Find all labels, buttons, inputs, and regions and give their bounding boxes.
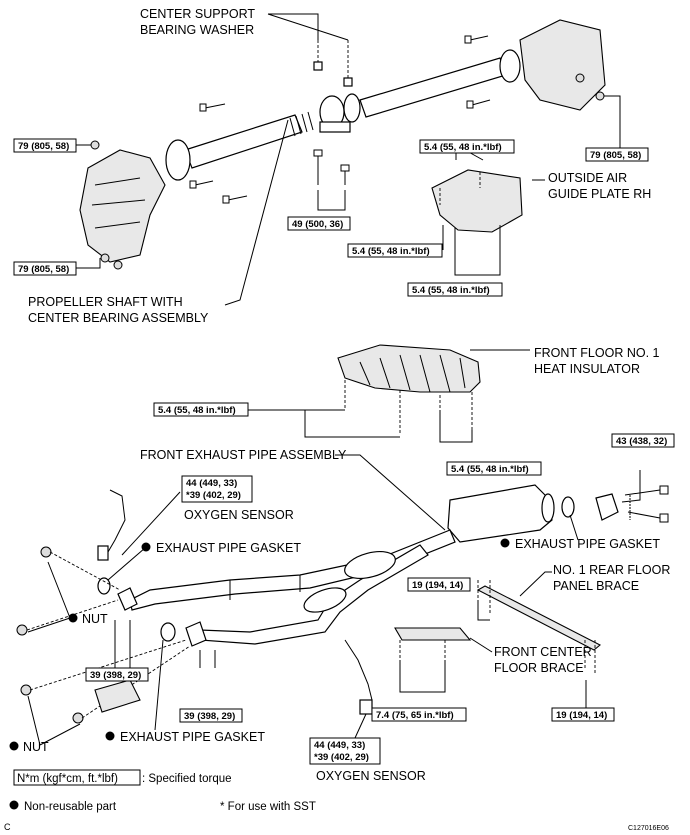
nonreusable-dot bbox=[500, 538, 510, 548]
rear-floor-brace bbox=[476, 585, 601, 651]
torque-specs: 79 (805, 58) 79 (805, 58) 79 (805, 58) 4… bbox=[13, 138, 675, 765]
gasket bbox=[97, 577, 111, 595]
label-gasket-left-bottom: EXHAUST PIPE GASKET bbox=[120, 730, 265, 744]
label-nut-lower: NUT bbox=[23, 740, 49, 754]
torque-79-right: 79 (805, 58) bbox=[590, 150, 641, 161]
oxygen-sensor bbox=[97, 545, 109, 561]
torque-19-top: 19 (194, 14) bbox=[412, 580, 463, 591]
front-flange bbox=[165, 139, 191, 181]
bearing-bracket bbox=[319, 121, 351, 133]
washer bbox=[313, 61, 323, 71]
label-heat-insulator-2: HEAT INSULATOR bbox=[534, 362, 640, 376]
nonreusable-dot bbox=[105, 731, 115, 741]
torque-74: 7.4 (75, 65 in.*lbf) bbox=[376, 710, 454, 721]
label-center-support-1: CENTER SUPPORT bbox=[140, 7, 255, 21]
corner-letter: C bbox=[4, 822, 11, 832]
exhaust-pipe-assembly bbox=[16, 484, 669, 724]
torque-19-bottom: 19 (194, 14) bbox=[556, 710, 607, 721]
torque-39-mid: 39 (398, 29) bbox=[184, 711, 235, 722]
floor-braces bbox=[394, 571, 601, 708]
gasket bbox=[160, 622, 176, 642]
label-oxygen-sensor-bottom: OXYGEN SENSOR bbox=[316, 769, 426, 783]
label-front-exhaust: FRONT EXHAUST PIPE ASSEMBLY bbox=[140, 448, 347, 462]
torque-79-left-bottom: 79 (805, 58) bbox=[18, 264, 69, 275]
legend-sst-note: * For use with SST bbox=[220, 801, 316, 813]
label-heat-insulator-1: FRONT FLOOR NO. 1 bbox=[534, 346, 660, 360]
front-center-brace bbox=[394, 627, 472, 641]
torque-54-top: 5.4 (55, 48 in.*lbf) bbox=[424, 142, 502, 153]
legend-nonreusable: Non-reusable part bbox=[24, 801, 117, 813]
torque-54-mid: 5.4 (55, 48 in.*lbf) bbox=[352, 246, 430, 257]
label-prop-shaft-1: PROPELLER SHAFT WITH bbox=[28, 295, 183, 309]
rear-flange bbox=[499, 49, 521, 83]
label-gasket-right: EXHAUST PIPE GASKET bbox=[515, 537, 660, 551]
label-outside-air-1: OUTSIDE AIR bbox=[548, 171, 627, 185]
label-front-center-1: FRONT CENTER bbox=[494, 645, 592, 659]
catalytic-converter bbox=[344, 550, 396, 580]
heat-insulator bbox=[248, 344, 530, 443]
washer bbox=[343, 77, 353, 87]
oxygen-sensor bbox=[359, 699, 373, 715]
label-center-support-2: BEARING WASHER bbox=[140, 23, 254, 37]
legend-nonreusable-dot bbox=[9, 800, 19, 810]
torque-49: 49 (500, 36) bbox=[292, 219, 343, 230]
nonreusable-dot bbox=[141, 542, 151, 552]
label-front-center-2: FLOOR BRACE bbox=[494, 661, 584, 675]
front-shaft-tube bbox=[184, 114, 303, 169]
label-prop-shaft-2: CENTER BEARING ASSEMBLY bbox=[28, 311, 209, 325]
legend: N*m (kgf*cm, ft.*lbf) : Specified torque… bbox=[9, 769, 316, 813]
transmission-housing bbox=[79, 149, 166, 263]
label-rear-floor-1: NO. 1 REAR FLOOR bbox=[553, 563, 670, 577]
lower-leaders bbox=[27, 454, 641, 746]
torque-39-left: 39 (398, 29) bbox=[90, 670, 141, 681]
torque-44-top: 44 (449, 33) bbox=[186, 478, 237, 489]
label-gasket-left-top: EXHAUST PIPE GASKET bbox=[156, 541, 301, 555]
torque-54-insulator-left: 5.4 (55, 48 in.*lbf) bbox=[158, 405, 236, 416]
label-nut-upper: NUT bbox=[82, 612, 108, 626]
label-oxygen-sensor-top: OXYGEN SENSOR bbox=[184, 508, 294, 522]
torque-39-sst-top: *39 (402, 29) bbox=[186, 490, 241, 501]
torque-54-low: 5.4 (55, 48 in.*lbf) bbox=[412, 285, 490, 296]
label-outside-air-2: GUIDE PLATE RH bbox=[548, 187, 651, 201]
nonreusable-dot bbox=[68, 613, 78, 623]
propeller-shaft bbox=[79, 19, 606, 270]
legend-unit-text: : Specified torque bbox=[142, 773, 232, 785]
gasket bbox=[561, 496, 575, 518]
torque-39-sst-bottom: *39 (402, 29) bbox=[314, 752, 369, 763]
nonreusable-dot bbox=[9, 741, 19, 751]
outside-air-guide-plate bbox=[431, 169, 523, 233]
legend-unit-box: N*m (kgf*cm, ft.*lbf) bbox=[17, 773, 118, 785]
torque-79-left-top: 79 (805, 58) bbox=[18, 141, 69, 152]
label-rear-floor-2: PANEL BRACE bbox=[553, 579, 639, 593]
torque-54-insulator-right: 5.4 (55, 48 in.*lbf) bbox=[451, 464, 529, 475]
rear-shaft-tube bbox=[359, 57, 507, 118]
torque-44-bottom: 44 (449, 33) bbox=[314, 740, 365, 751]
muffler bbox=[447, 484, 553, 543]
figure-code: C127016E06 bbox=[628, 825, 669, 832]
torque-43: 43 (438, 32) bbox=[616, 436, 667, 447]
catalytic-converter bbox=[303, 587, 347, 613]
rear-differential bbox=[519, 19, 606, 111]
